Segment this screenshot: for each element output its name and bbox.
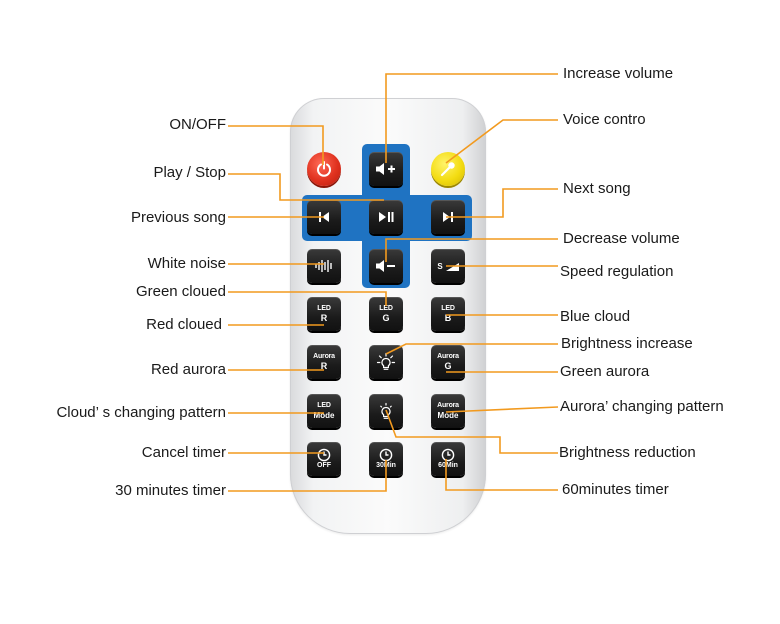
- label-white-noise: White noise: [147, 255, 226, 272]
- led-mode-line2: Mode: [313, 410, 335, 420]
- label-voice-control: Voice contro: [563, 111, 646, 128]
- aurora-green-line2: G: [444, 360, 452, 371]
- speed-label: S: [437, 261, 443, 271]
- led-mode-button[interactable]: LED Mode: [307, 394, 341, 428]
- label-timer-60: 60minutes timer: [562, 481, 669, 498]
- volume-down-icon: [376, 260, 395, 272]
- label-green-aurora: Green aurora: [560, 363, 650, 380]
- label-green-cloud: Green cloued: [135, 283, 226, 300]
- led-green-line2: G: [382, 312, 390, 323]
- led-green-line1: LED: [379, 304, 393, 312]
- led-blue-line1: LED: [441, 304, 455, 312]
- play-pause-icon: [379, 212, 394, 222]
- volume-up-icon: [376, 163, 395, 175]
- aurora-mode-line2: Mode: [437, 410, 459, 420]
- label-play-stop: Play / Stop: [153, 164, 226, 181]
- label-increase-volume: Increase volume: [563, 65, 674, 82]
- leader-line-on-off: [228, 125, 324, 165]
- label-previous-song: Previous song: [130, 209, 226, 226]
- led-red-line2: R: [320, 312, 328, 323]
- label-cloud-pattern: Cloud’ s changing pattern: [56, 404, 226, 421]
- label-speed-regulation: Speed regulation: [560, 263, 674, 280]
- leader-line-green-cloud: [228, 291, 387, 306]
- power-button[interactable]: [307, 152, 341, 186]
- leader-line-next-song: [446, 188, 558, 218]
- play-stop-button[interactable]: [369, 200, 403, 234]
- microphone-icon: [440, 162, 455, 177]
- leader-line-timer-60: [445, 459, 558, 491]
- sound-wave-icon: [315, 260, 332, 272]
- leader-line-voice-control: [445, 119, 558, 164]
- leader-line-aurora-pattern: [445, 406, 559, 413]
- timer-60-label: 60Min: [438, 462, 458, 469]
- leader-line-timer-30: [228, 460, 387, 492]
- led-red-line1: LED: [317, 304, 331, 312]
- aurora-green-button[interactable]: Aurora G: [431, 345, 465, 379]
- aurora-red-button[interactable]: Aurora R: [307, 345, 341, 379]
- label-brightness-increase: Brightness increase: [561, 335, 693, 352]
- voice-control-button[interactable]: [431, 152, 465, 186]
- leader-line-group: [228, 73, 559, 492]
- label-aurora-pattern: Aurora’ changing pattern: [560, 398, 724, 415]
- leader-line-decrease-volume: [385, 238, 558, 262]
- white-noise-button[interactable]: [307, 249, 341, 283]
- bulb-dim-icon: [380, 402, 392, 419]
- aurora-red-line2: R: [320, 360, 328, 371]
- power-icon: [317, 161, 331, 177]
- leader-line-play-stop: [228, 173, 384, 201]
- aurora-green-line1: Aurora: [437, 352, 459, 360]
- leader-line-increase-volume: [385, 73, 558, 163]
- label-brightness-reduction: Brightness reduction: [559, 444, 696, 461]
- label-red-aurora: Red aurora: [150, 361, 226, 378]
- led-green-button[interactable]: LED G: [369, 297, 403, 331]
- label-timer-30: 30 minutes timer: [115, 482, 226, 499]
- leader-line-brightness-reduction: [385, 409, 558, 454]
- leader-line-brightness-increase: [385, 343, 558, 355]
- aurora-red-line1: Aurora: [313, 352, 335, 360]
- aurora-mode-line1: Aurora: [437, 401, 459, 409]
- led-mode-line1: LED: [317, 401, 331, 409]
- label-decrease-volume: Decrease volume: [563, 230, 680, 247]
- led-blue-button[interactable]: LED B: [431, 297, 465, 331]
- timer-60-button[interactable]: 60Min: [431, 442, 465, 476]
- label-cancel-timer: Cancel timer: [141, 444, 226, 461]
- timer-off-button[interactable]: OFF: [307, 442, 341, 476]
- label-next-song: Next song: [563, 180, 631, 197]
- led-blue-line2: B: [444, 312, 452, 323]
- bulb-bright-icon: [376, 352, 396, 370]
- clock-icon: [441, 448, 455, 462]
- label-blue-cloud: Blue cloud: [560, 308, 631, 325]
- timer-off-label: OFF: [317, 462, 331, 469]
- brightness-increase-button[interactable]: [369, 345, 403, 379]
- label-red-cloud: Red cloued: [146, 316, 222, 333]
- label-on-off: ON/OFF: [169, 116, 226, 133]
